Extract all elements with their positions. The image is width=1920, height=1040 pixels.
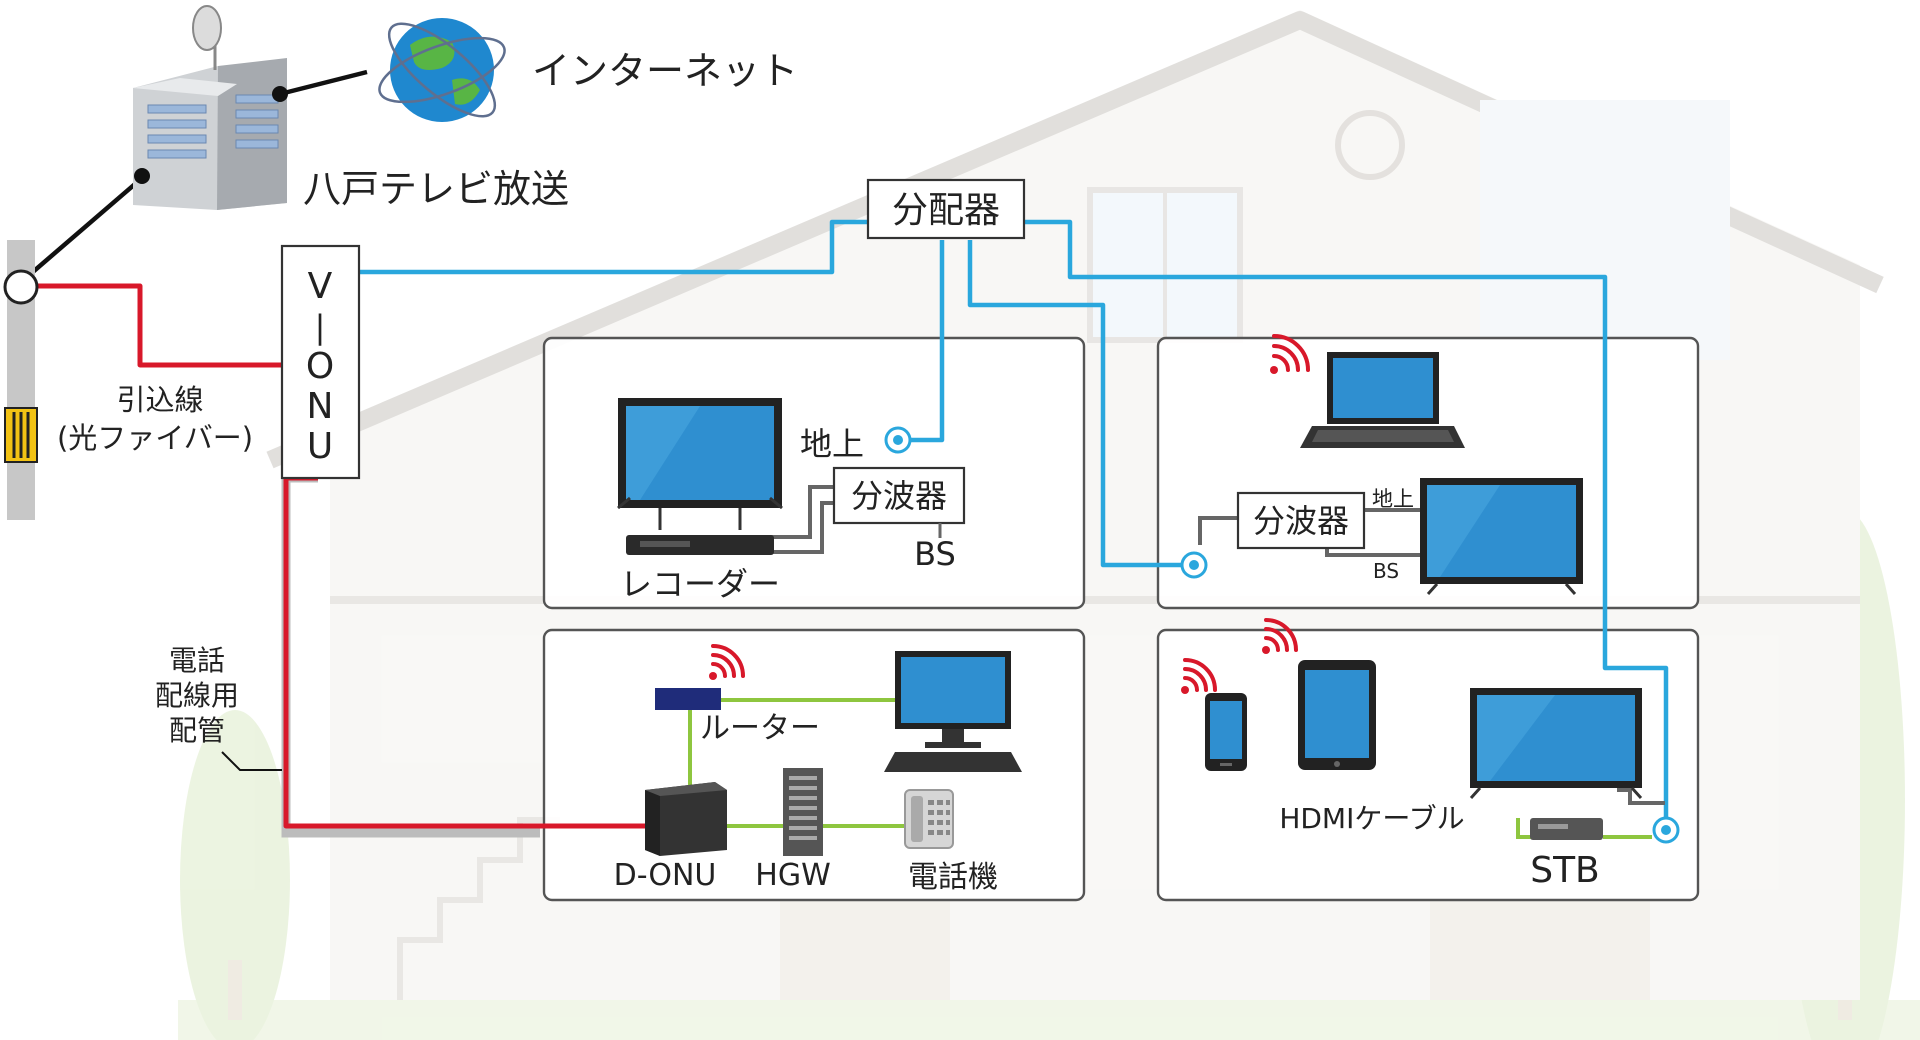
splitter-box xyxy=(866,178,1026,240)
wifi-icon-laptop xyxy=(1270,334,1310,374)
v-onu-box: V | O N U xyxy=(280,244,361,480)
wifi-icon-tablet xyxy=(1262,618,1298,654)
tv-upper-left xyxy=(617,398,783,530)
separator-box-2 xyxy=(1236,491,1366,550)
smartphone xyxy=(1205,693,1247,771)
v-onu-char-4: N xyxy=(307,386,334,427)
hdmi-cable-label: HDMIケーブル xyxy=(1279,802,1464,835)
separator-label-1: 分波器 xyxy=(851,477,947,515)
tablet xyxy=(1298,660,1376,770)
recorder-label: レコーダー xyxy=(620,565,780,603)
router-label: ルーター xyxy=(700,711,820,746)
wall-outlet-upper-left-core xyxy=(893,435,903,445)
telephone-device xyxy=(904,789,954,849)
laptop xyxy=(1300,352,1465,448)
splitter-label: 分配器 xyxy=(892,190,1000,231)
utility-pole xyxy=(3,240,39,520)
v-onu-char-1: V xyxy=(308,266,333,307)
broadcaster-label: 八戸テレビ放送 xyxy=(303,167,569,211)
terrestrial-label-1: 地上 xyxy=(800,425,864,463)
broadcast-building xyxy=(133,5,288,210)
tv-upper-right xyxy=(1420,478,1583,596)
coax-lines xyxy=(359,219,1669,820)
v-onu-char-5: U xyxy=(307,426,333,467)
hgw-label: HGW xyxy=(755,858,830,893)
hgw-device xyxy=(783,768,823,856)
telephone-label: 電話機 xyxy=(908,860,998,895)
d-onu-device xyxy=(645,782,727,856)
bs-label-2: BS xyxy=(1373,559,1399,583)
stb-device xyxy=(1530,818,1603,840)
v-onu-char-3: O xyxy=(306,346,334,387)
router-device xyxy=(655,688,721,710)
phone-conduit-label-1: 電話 xyxy=(169,644,225,677)
desktop-monitor xyxy=(884,651,1022,772)
broadcaster-links xyxy=(18,69,368,285)
wifi-icon-smartphone xyxy=(1181,658,1217,694)
wall-outlet-lower-right-core xyxy=(1661,825,1671,835)
tv-lower-right xyxy=(1469,688,1643,800)
v-onu-char-2: | xyxy=(315,308,326,346)
bs-label-1: BS xyxy=(914,535,956,573)
terrestrial-label-2: 地上 xyxy=(1372,487,1414,511)
internet-label: インターネット xyxy=(532,49,798,93)
wall-outlet-upper-right-core xyxy=(1189,560,1199,570)
phone-conduit-label-3: 配管 xyxy=(169,714,225,747)
stb-label: STB xyxy=(1530,850,1600,891)
wifi-icon-router xyxy=(709,644,745,680)
dropline-sub-label: (光ファイバー) xyxy=(57,421,253,455)
dropline-label: 引込線 xyxy=(116,383,203,417)
phone-conduit-leader xyxy=(221,751,282,771)
internet-globe-icon xyxy=(378,18,506,122)
phone-conduit-label-2: 配線用 xyxy=(155,679,239,712)
recorder-device xyxy=(626,535,774,555)
separator-box-1 xyxy=(832,466,966,525)
d-onu-label: D-ONU xyxy=(614,858,717,893)
separator-label-2: 分波器 xyxy=(1253,502,1349,540)
